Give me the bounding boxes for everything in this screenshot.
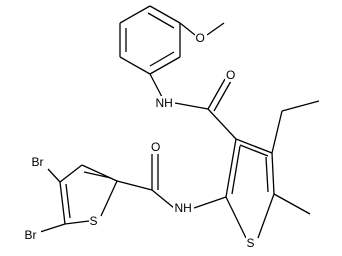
bond-c-o-double-b — [213, 80, 232, 112]
atom-label-br-upper: Br — [32, 155, 44, 169]
atom-label-br-lower: Br — [25, 228, 37, 242]
atom-label-amide1-nh: NH — [156, 96, 173, 110]
atom-amide1-oxygen: O — [225, 68, 237, 82]
atom-amide2-nitrogen: NH — [173, 201, 194, 215]
bond-phenyl-4 — [119, 56, 151, 75]
bond-c4-to-br-upper — [47, 168, 61, 183]
bond-carbonyl-to-ring — [207, 108, 237, 140]
bond-ring-to-nh — [149, 73, 163, 98]
bond-bt-c3-c4 — [59, 164, 83, 183]
bond-bt-c2-c3 — [81, 164, 118, 182]
bond-bt-c5-s — [64, 220, 90, 225]
bond-phenyl-6 — [119, 5, 151, 24]
bond-carbonyl2-to-ring — [116, 180, 153, 191]
bond-th-c4-c5 — [271, 152, 275, 195]
atom-amide2-oxygen: O — [150, 140, 162, 154]
bond-th-c3-c4 — [235, 138, 273, 154]
bond-th-c5-double — [265, 156, 269, 193]
bond-th-s-c2 — [225, 196, 247, 239]
bond-bt-s-c2 — [100, 180, 118, 217]
bond-c2-to-nh — [193, 196, 227, 209]
atom-bromine-upper: Br — [30, 155, 48, 169]
bond-th-c3-c4-inner — [239, 144, 269, 157]
bond-ring-to-o — [179, 22, 196, 36]
atom-label-amide1-o: O — [226, 68, 235, 82]
atom-label-amide2-nh: NH — [175, 201, 192, 215]
atom-label-amide2-o: O — [151, 140, 160, 154]
atom-label-bromothiophene-s: S — [90, 214, 98, 228]
atom-bromothiophene-sulfur: S — [89, 214, 100, 228]
bond-phenyl-1 — [149, 5, 181, 24]
atom-label-methoxy-o: O — [196, 31, 205, 45]
bond-phenyl-3 — [149, 56, 181, 75]
bond-bt-c2-c3-inner — [83, 171, 112, 179]
bond-o-to-methyl — [206, 22, 225, 36]
bond-nh-to-carbonyl — [174, 102, 209, 110]
atom-thiophene-sulfur: S — [246, 236, 257, 250]
bond-c-o-double-a — [207, 78, 226, 110]
atom-labels: O O NH O NH S S Br — [23, 31, 257, 250]
bond-methyl — [273, 193, 311, 215]
bond-phenyl-inner-1 — [147, 12, 175, 29]
bond-ethyl-1 — [271, 110, 283, 154]
bond-th-c2-c3 — [225, 138, 237, 198]
bond-th-c2-c3-inner — [231, 145, 241, 195]
bond-phenyl-inner-2 — [149, 51, 175, 67]
bond-nh-to-carbonyl2 — [151, 189, 175, 209]
atom-amide1-nitrogen: NH — [154, 96, 175, 110]
bond-c5-to-br-lower — [39, 223, 66, 233]
bond-bt-c4-c5 — [59, 181, 66, 225]
atom-methoxy-oxygen: O — [195, 31, 207, 45]
bond-th-c5-s — [257, 193, 275, 239]
bond-lines — [39, 5, 320, 239]
atom-bromine-lower: Br — [23, 228, 41, 242]
atom-label-thiophene-s: S — [247, 236, 255, 250]
bond-bt-c4-c5-inner — [65, 183, 71, 219]
bond-ethyl-2 — [281, 100, 320, 112]
